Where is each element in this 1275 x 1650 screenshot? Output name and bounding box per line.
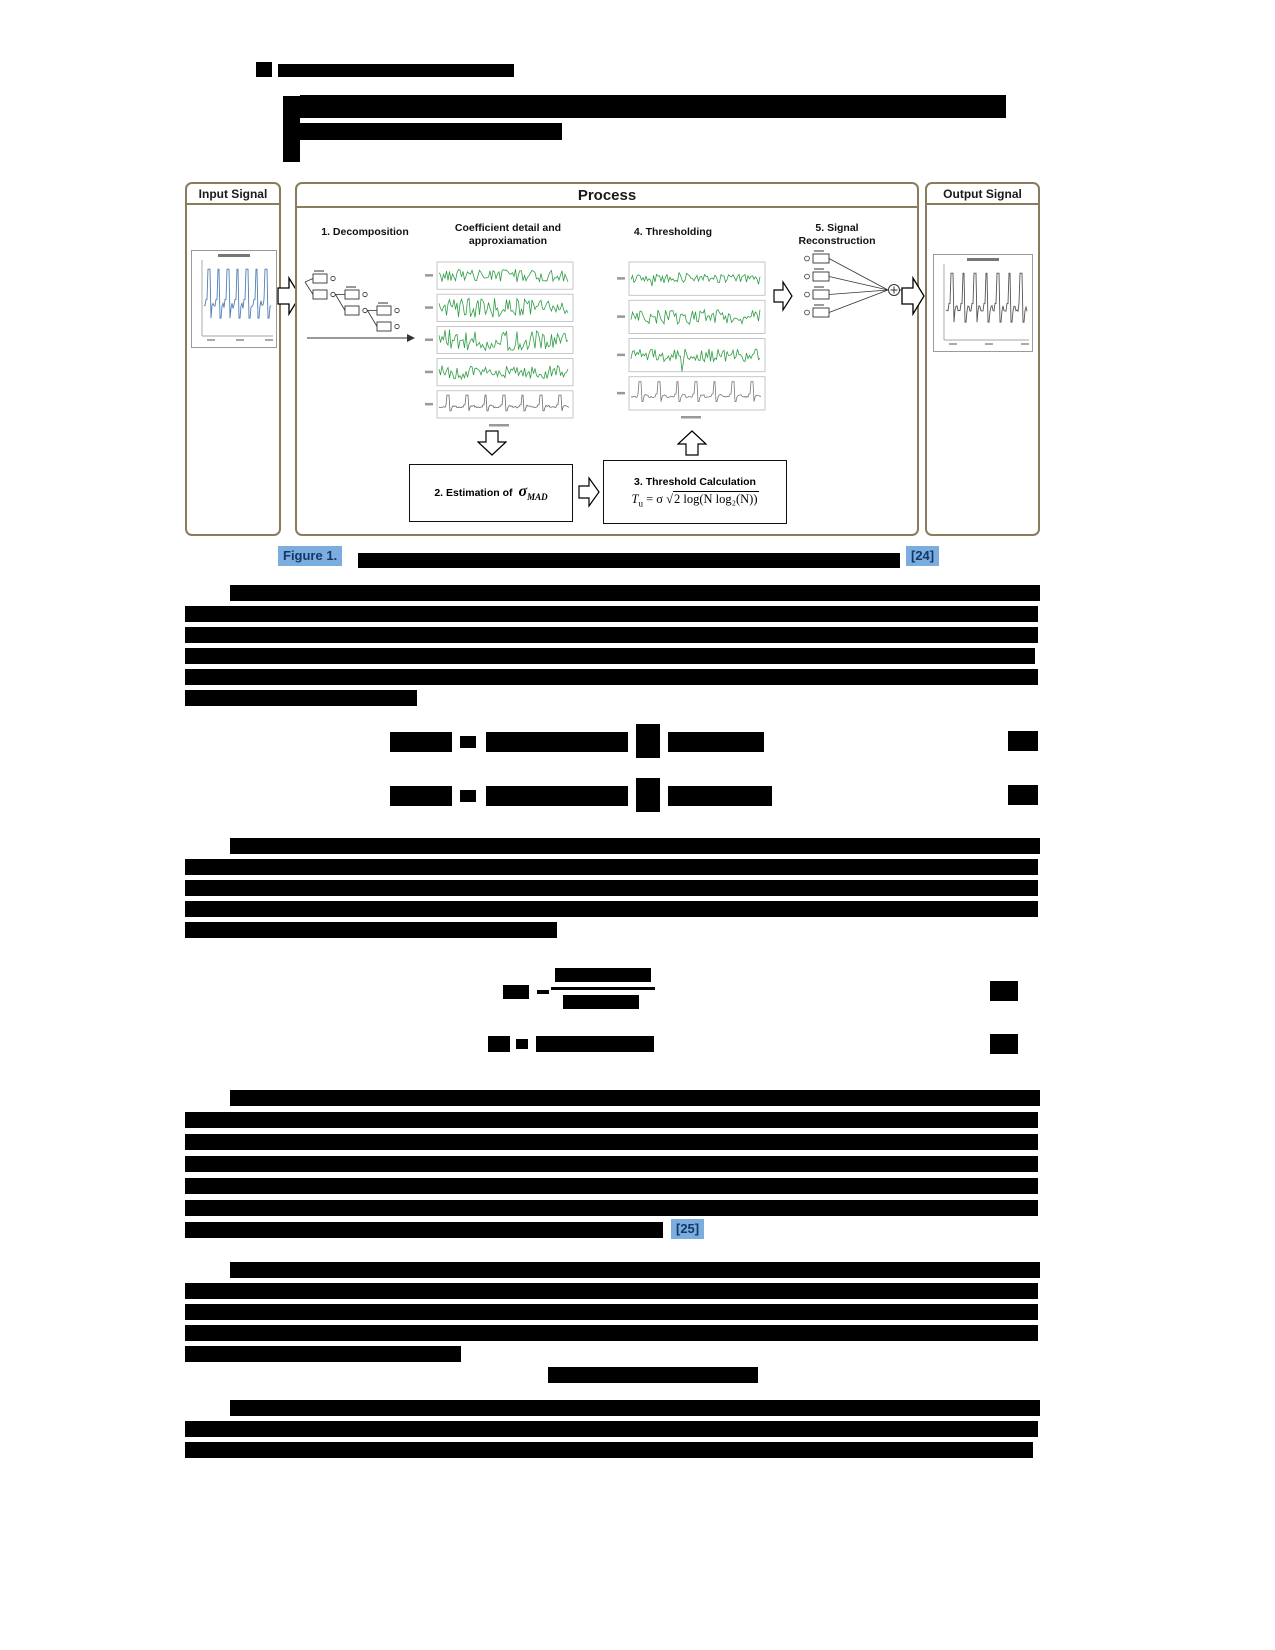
redacted-text-bar bbox=[488, 1036, 510, 1052]
output-signal-panel-title: Output Signal bbox=[927, 184, 1038, 205]
redacted-text-bar bbox=[300, 95, 1006, 118]
redacted-text-bar bbox=[185, 1325, 1038, 1341]
redacted-text-bar bbox=[636, 778, 660, 812]
threshold-calculation-box: 3. Threshold Calculation Tu = σ √2 log(N… bbox=[603, 460, 787, 524]
step-thresholding-label: 4. Thresholding bbox=[633, 226, 713, 238]
reconstruction-diagram bbox=[804, 250, 914, 318]
figure-caption-label: Figure 1. bbox=[278, 546, 343, 566]
redacted-text-bar bbox=[278, 64, 514, 77]
redacted-text-bar bbox=[537, 990, 549, 994]
figure-caption: Figure 1. [24] bbox=[0, 546, 1275, 572]
redacted-text-bar bbox=[990, 981, 1018, 1001]
redacted-text-bar bbox=[636, 724, 660, 758]
redacted-text-bar bbox=[185, 922, 557, 938]
thresholded-plots-stack bbox=[617, 261, 766, 419]
redacted-text-bar bbox=[185, 690, 417, 706]
redacted-text-bar bbox=[503, 985, 529, 999]
redacted-text-bar bbox=[185, 1156, 1038, 1172]
citation-25-link[interactable]: [25] bbox=[671, 1219, 705, 1239]
redacted-text-bar bbox=[185, 648, 1035, 664]
step-decomposition-label: 1. Decomposition bbox=[321, 226, 409, 238]
redacted-text-bar bbox=[230, 1090, 1040, 1106]
threshold-formula: Tu = σ √2 log(N log₂(N)) bbox=[631, 490, 759, 509]
redacted-text-bar bbox=[555, 968, 651, 982]
output-signal-plot bbox=[933, 254, 1033, 352]
redacted-text-bar bbox=[486, 786, 628, 806]
redacted-text-bar bbox=[185, 901, 1038, 917]
sigma-mad-symbol: σMAD bbox=[518, 483, 548, 503]
redacted-text-bar bbox=[668, 732, 764, 752]
redacted-text-bar bbox=[460, 790, 476, 802]
figure-1-pipeline: Input Signal Process 1. Decomposition Co… bbox=[185, 182, 1040, 540]
redacted-text-bar bbox=[230, 1400, 1040, 1416]
redacted-text-bar bbox=[230, 585, 1040, 601]
output-signal-panel: Output Signal bbox=[925, 182, 1040, 536]
decomposition-diagram bbox=[304, 270, 415, 342]
input-signal-plot bbox=[191, 250, 277, 348]
redacted-text-bar bbox=[390, 786, 452, 806]
redacted-text-bar bbox=[283, 96, 300, 162]
redacted-text-bar bbox=[548, 1367, 758, 1383]
redacted-text-bar bbox=[1008, 785, 1038, 805]
redacted-text-bar bbox=[516, 1039, 528, 1049]
process-panel-title: Process bbox=[297, 184, 917, 208]
redacted-text-bar bbox=[486, 732, 628, 752]
block-arrow-right-icon bbox=[773, 280, 793, 312]
block-arrow-right-icon bbox=[578, 476, 600, 508]
redacted-text-bar bbox=[185, 880, 1038, 896]
redacted-text-bar bbox=[185, 1346, 461, 1362]
estimation-box: 2. Estimation of σMAD bbox=[409, 464, 573, 522]
input-signal-panel: Input Signal bbox=[185, 182, 281, 536]
redacted-text-bar bbox=[185, 1304, 1038, 1320]
block-arrow-right-icon bbox=[277, 276, 301, 316]
redacted-text-bar bbox=[185, 859, 1038, 875]
redacted-text-bar bbox=[460, 736, 476, 748]
redacted-text-bar bbox=[390, 732, 452, 752]
step-coefficients-label: Coefficient detail and approxiamation bbox=[454, 222, 562, 247]
redacted-text-bar bbox=[185, 1112, 1038, 1128]
threshold-box-title: 3. Threshold Calculation bbox=[634, 475, 756, 488]
redacted-text-bar bbox=[230, 838, 1040, 854]
coefficient-plots-stack bbox=[425, 261, 574, 427]
estimation-label: 2. Estimation of bbox=[434, 487, 513, 499]
redacted-text-bar bbox=[1008, 731, 1038, 751]
redacted-text-bar bbox=[185, 1134, 1038, 1150]
redacted-text-bar bbox=[185, 1283, 1038, 1299]
redacted-text-bar bbox=[536, 1036, 654, 1052]
redacted-text-bar bbox=[185, 1178, 1038, 1194]
redacted-caption-text bbox=[358, 553, 900, 568]
redacted-text-bar bbox=[300, 123, 562, 140]
redacted-text-bar bbox=[185, 606, 1038, 622]
citation-24-link[interactable]: [24] bbox=[906, 546, 940, 566]
block-arrow-down-icon bbox=[477, 430, 507, 456]
redacted-text-bar bbox=[185, 1421, 1038, 1437]
block-arrow-right-icon bbox=[901, 276, 925, 316]
process-panel: Process 1. Decomposition Coefficient det… bbox=[295, 182, 919, 536]
redacted-text-bar bbox=[990, 1034, 1018, 1054]
input-signal-panel-title: Input Signal bbox=[187, 184, 279, 205]
redacted-text-bar bbox=[563, 995, 639, 1009]
redacted-text-bar bbox=[185, 1222, 663, 1238]
step-reconstruction-label: 5. Signal Reconstruction bbox=[798, 222, 876, 247]
redacted-text-bar bbox=[256, 62, 272, 77]
redacted-text-bar bbox=[230, 1262, 1040, 1278]
redacted-text-bar bbox=[185, 1200, 1038, 1216]
redacted-text-bar bbox=[185, 669, 1038, 685]
block-arrow-up-icon bbox=[677, 430, 707, 456]
redacted-text-bar bbox=[551, 987, 655, 990]
redacted-text-bar bbox=[185, 1442, 1033, 1458]
redacted-text-bar bbox=[668, 786, 772, 806]
redacted-text-bar bbox=[185, 627, 1038, 643]
